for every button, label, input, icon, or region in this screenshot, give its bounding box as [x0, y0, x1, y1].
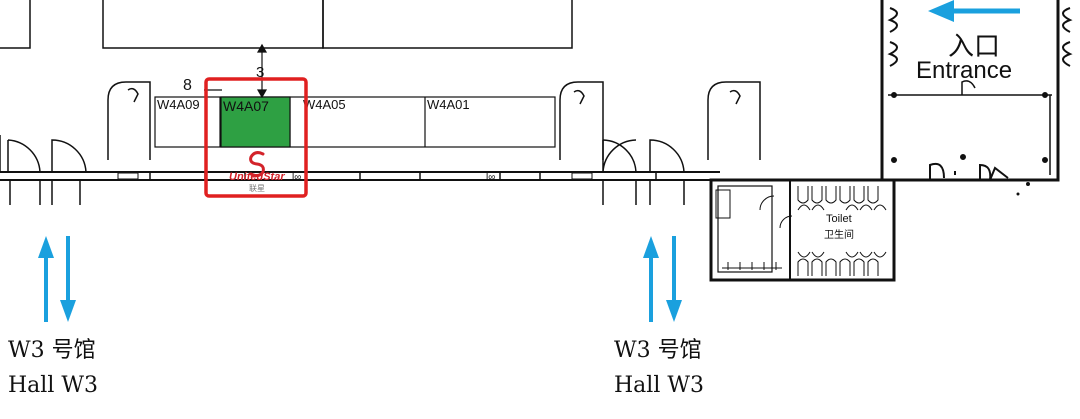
hall-link-right-en: Hall W3 — [614, 373, 704, 398]
hall-link-left-cn: W3 号馆 — [8, 338, 96, 363]
booth-label-w4a09: W4A09 — [157, 97, 200, 112]
toilet-cubicles-bottom — [722, 251, 887, 276]
hall-block-left — [102, 0, 324, 49]
top-structures — [0, 0, 573, 49]
doors — [0, 135, 685, 205]
main-wall: l∞ l∞ — [0, 171, 720, 183]
logo-name-cn: 联星 — [249, 184, 265, 193]
dimension-number-left: 8 — [183, 77, 192, 94]
hall-block-right — [322, 0, 573, 49]
toilet-label-cn: 卫生间 — [824, 228, 854, 241]
entrance-label-en: Entrance — [916, 57, 1012, 84]
booth-label-w4a05: W4A05 — [303, 97, 346, 112]
toilet-cubicles-top — [797, 186, 887, 211]
booth-label-w4a07[interactable]: W4A07 — [223, 98, 269, 114]
booth-w4a07-fill — [220, 96, 291, 148]
wall-top-left — [0, 0, 31, 49]
booth-row — [154, 96, 556, 148]
dimension-number-above: 3 — [256, 64, 264, 81]
entrance-area — [880, 0, 1073, 196]
pillar-1-mark — [127, 87, 139, 103]
exhibitor-logo: UnitedStar 联星 — [229, 151, 285, 193]
svg-text:l∞: l∞ — [486, 172, 495, 183]
pillar-1 — [107, 81, 151, 160]
hall-link-left[interactable]: W3 号馆 Hall W3 — [8, 236, 98, 398]
door-left-curtain — [887, 7, 898, 67]
two-way-arrow-icon — [38, 236, 76, 322]
booth-label-w4a01: W4A01 — [427, 97, 470, 112]
door-right-curtain — [1062, 7, 1073, 67]
entrance-arrow-icon — [928, 0, 1020, 22]
toilet-block — [709, 178, 896, 282]
hall-link-right[interactable]: W3 号馆 Hall W3 — [614, 236, 704, 398]
toilet-label-en: Toilet — [826, 213, 852, 225]
pillar-2 — [559, 81, 604, 160]
svg-text:l∞: l∞ — [292, 172, 301, 183]
logo-name: UnitedStar — [229, 171, 285, 183]
hall-link-right-cn: W3 号馆 — [614, 338, 702, 363]
booth-row-outline — [154, 96, 556, 148]
pillars — [107, 81, 761, 160]
entrance-label-cn: 入口 — [948, 31, 1000, 61]
highlight-frame — [204, 77, 308, 198]
door-middle — [602, 139, 685, 205]
pillar-3 — [707, 81, 761, 160]
hall-link-left-en: Hall W3 — [8, 373, 98, 398]
dimension-marks — [204, 43, 268, 99]
door-left — [0, 135, 87, 205]
s-swirl-logo-icon — [249, 151, 265, 178]
two-way-arrow-icon — [643, 236, 682, 322]
